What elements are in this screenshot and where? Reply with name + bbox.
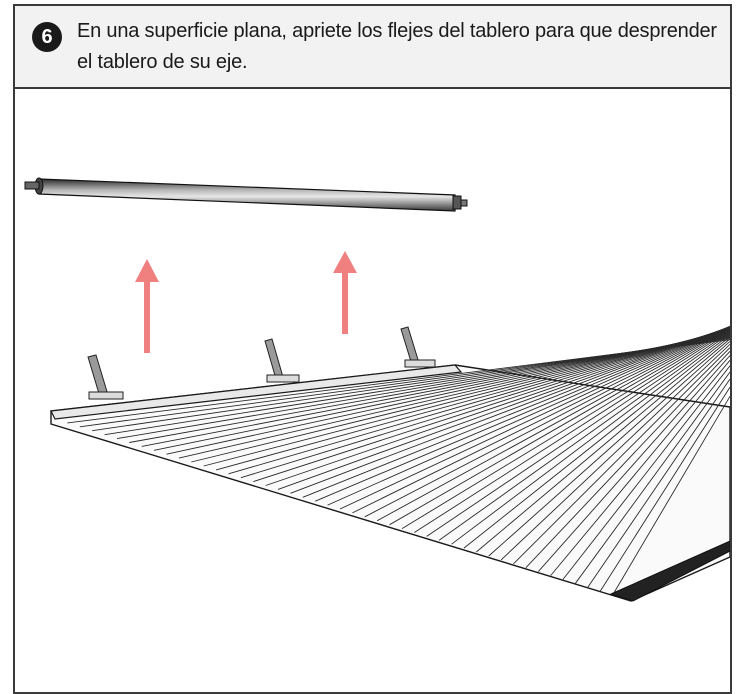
instruction-panel: 6 En una superficie plana, apriete los f… (13, 4, 732, 694)
lift-arrow-right (333, 251, 357, 334)
lift-arrow-left (135, 259, 159, 353)
slat-line (562, 365, 730, 580)
slat-line (550, 360, 730, 576)
slat-line (438, 332, 730, 541)
slat-line (599, 386, 730, 592)
slat-line (178, 330, 730, 459)
slat-line (215, 328, 730, 471)
step-number-badge: 6 (32, 22, 62, 52)
slat-line (228, 327, 730, 475)
slat-line (277, 326, 730, 490)
slat-line (364, 326, 730, 518)
strap-left (87, 354, 124, 400)
slat-line (240, 327, 730, 479)
slat-line (414, 330, 730, 533)
slat-line (575, 371, 730, 584)
step-header: 6 En una superficie plana, apriete los f… (15, 6, 730, 89)
slat-line (612, 396, 730, 596)
slat-line (203, 329, 730, 467)
slat-line (401, 329, 730, 529)
slat-line (488, 341, 730, 557)
slat-line (513, 347, 730, 565)
slat-line (315, 325, 730, 502)
slat-line (476, 338, 730, 553)
slat-line (265, 326, 730, 486)
slat-line (587, 378, 730, 588)
slat-line (451, 334, 730, 545)
strap-right (400, 326, 436, 368)
assembly-illustration (24, 177, 730, 602)
slat-line (191, 329, 730, 463)
slat-line (537, 355, 730, 572)
slat-line (327, 325, 730, 506)
slat-line (426, 331, 730, 537)
slat-line (463, 336, 730, 549)
slat-line (290, 326, 730, 494)
roller-axle (24, 177, 468, 212)
slat-line (500, 343, 730, 561)
slat-line (389, 328, 730, 526)
slat-line (376, 327, 730, 522)
slat-line (525, 350, 730, 569)
slat-line (339, 326, 730, 510)
slat-line (253, 326, 730, 483)
strap-middle (264, 338, 300, 383)
slat-line (302, 325, 730, 498)
step-instruction-text: En una superficie plana, apriete los fle… (77, 20, 717, 73)
slatted-panel (50, 325, 730, 602)
slat-line (352, 326, 730, 514)
